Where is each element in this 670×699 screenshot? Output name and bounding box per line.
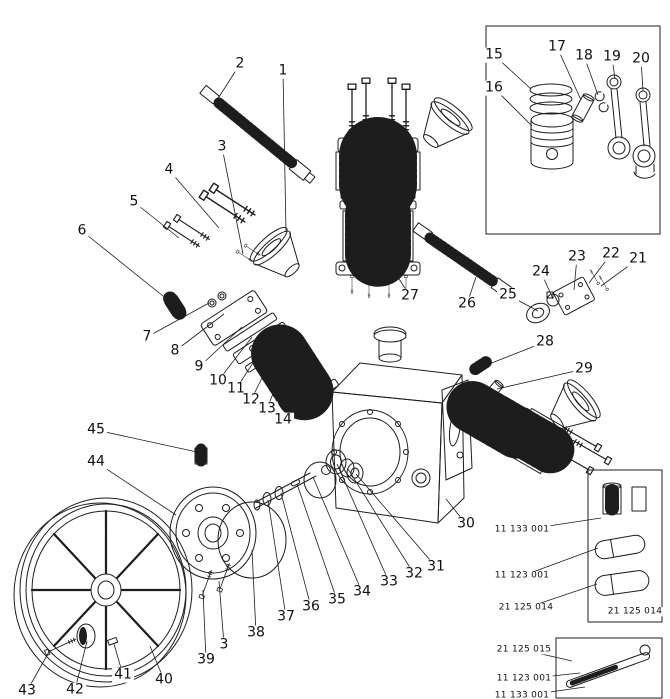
callout-4: 4 [162,161,176,178]
callout-41: 41 [112,666,134,683]
circlips [594,91,609,113]
left-cylinder-stack [200,290,339,422]
inset-service-kit-2 [555,637,663,699]
callout-34: 34 [351,583,373,600]
part-number-label: 21 125 014 [497,602,555,613]
callout-39: 39 [195,651,217,668]
callout-16: 16 [483,79,505,96]
part-number-label: 21 125 015 [495,644,553,655]
right-head-fittings [526,268,610,324]
breather-plug [163,291,187,321]
finned-cylinder-left [251,324,335,422]
bearing-cover [169,486,287,600]
inset-box-title: 21 125 014 [606,606,664,617]
part-number-label: 11 133 001 [493,690,551,699]
callout-35: 35 [326,591,348,608]
callout-32: 32 [403,565,425,582]
assembled-cylinder-head [335,77,473,299]
callout-44: 44 [85,453,107,470]
callout-43: 43 [16,682,38,699]
part-number-label: 11 133 001 [493,524,551,535]
callout-8: 8 [168,342,182,359]
callout-21: 21 [627,250,649,267]
callout-1: 1 [276,62,290,79]
air-filter-right [550,379,601,430]
callout-29: 29 [573,360,595,377]
hub-key [107,636,119,646]
callout-38: 38 [245,624,267,641]
wrist-pin [571,93,595,123]
callout-42: 42 [64,681,86,698]
callout-3: 3 [215,138,229,155]
washer-disc [76,623,96,649]
callout-17: 17 [546,38,568,55]
callout-2: 2 [233,55,247,72]
callout-30: 30 [455,515,477,532]
callout-5: 5 [127,193,141,210]
callout-36: 36 [300,598,322,615]
air-filter-icon [422,97,473,148]
flywheel [13,497,193,688]
callout-24: 24 [530,263,552,280]
callout-27: 27 [399,287,421,304]
oil-plug [194,443,208,469]
callout-37: 37 [275,608,297,625]
callout-33: 33 [378,573,400,590]
callout-18: 18 [573,47,595,64]
callout-45: 45 [85,421,107,438]
callout-23: 23 [566,248,588,265]
callout-19: 19 [601,48,623,65]
callout-31: 31 [425,558,447,575]
oil-fill-cap [373,326,407,363]
callout-9: 9 [192,358,206,375]
finned-head-right [496,407,576,475]
piston [530,112,574,170]
crankshaft [253,449,364,511]
callout-20: 20 [630,50,652,67]
callout-22: 22 [600,245,622,262]
callout-15: 15 [483,46,505,63]
callout-6: 6 [75,222,89,239]
callout-10: 10 [207,372,229,389]
inset-service-kit-1 [587,469,663,623]
callout-25: 25 [497,286,519,303]
connecting-rod-a [606,74,631,160]
callout-7: 7 [140,328,154,345]
callout-40: 40 [153,671,175,688]
inset-piston-conrods [485,25,661,235]
callout-28: 28 [534,333,556,350]
callout-14: 14 [272,411,294,428]
part-number-label: 11 123 001 [493,570,551,581]
callout-26: 26 [456,295,478,312]
crankcase [331,326,473,524]
right-cylinder-assembly [446,356,613,476]
part-number-label: 11 123 001 [495,673,553,684]
callout-3: 3 [217,636,231,653]
braided-hose-top [199,84,316,184]
